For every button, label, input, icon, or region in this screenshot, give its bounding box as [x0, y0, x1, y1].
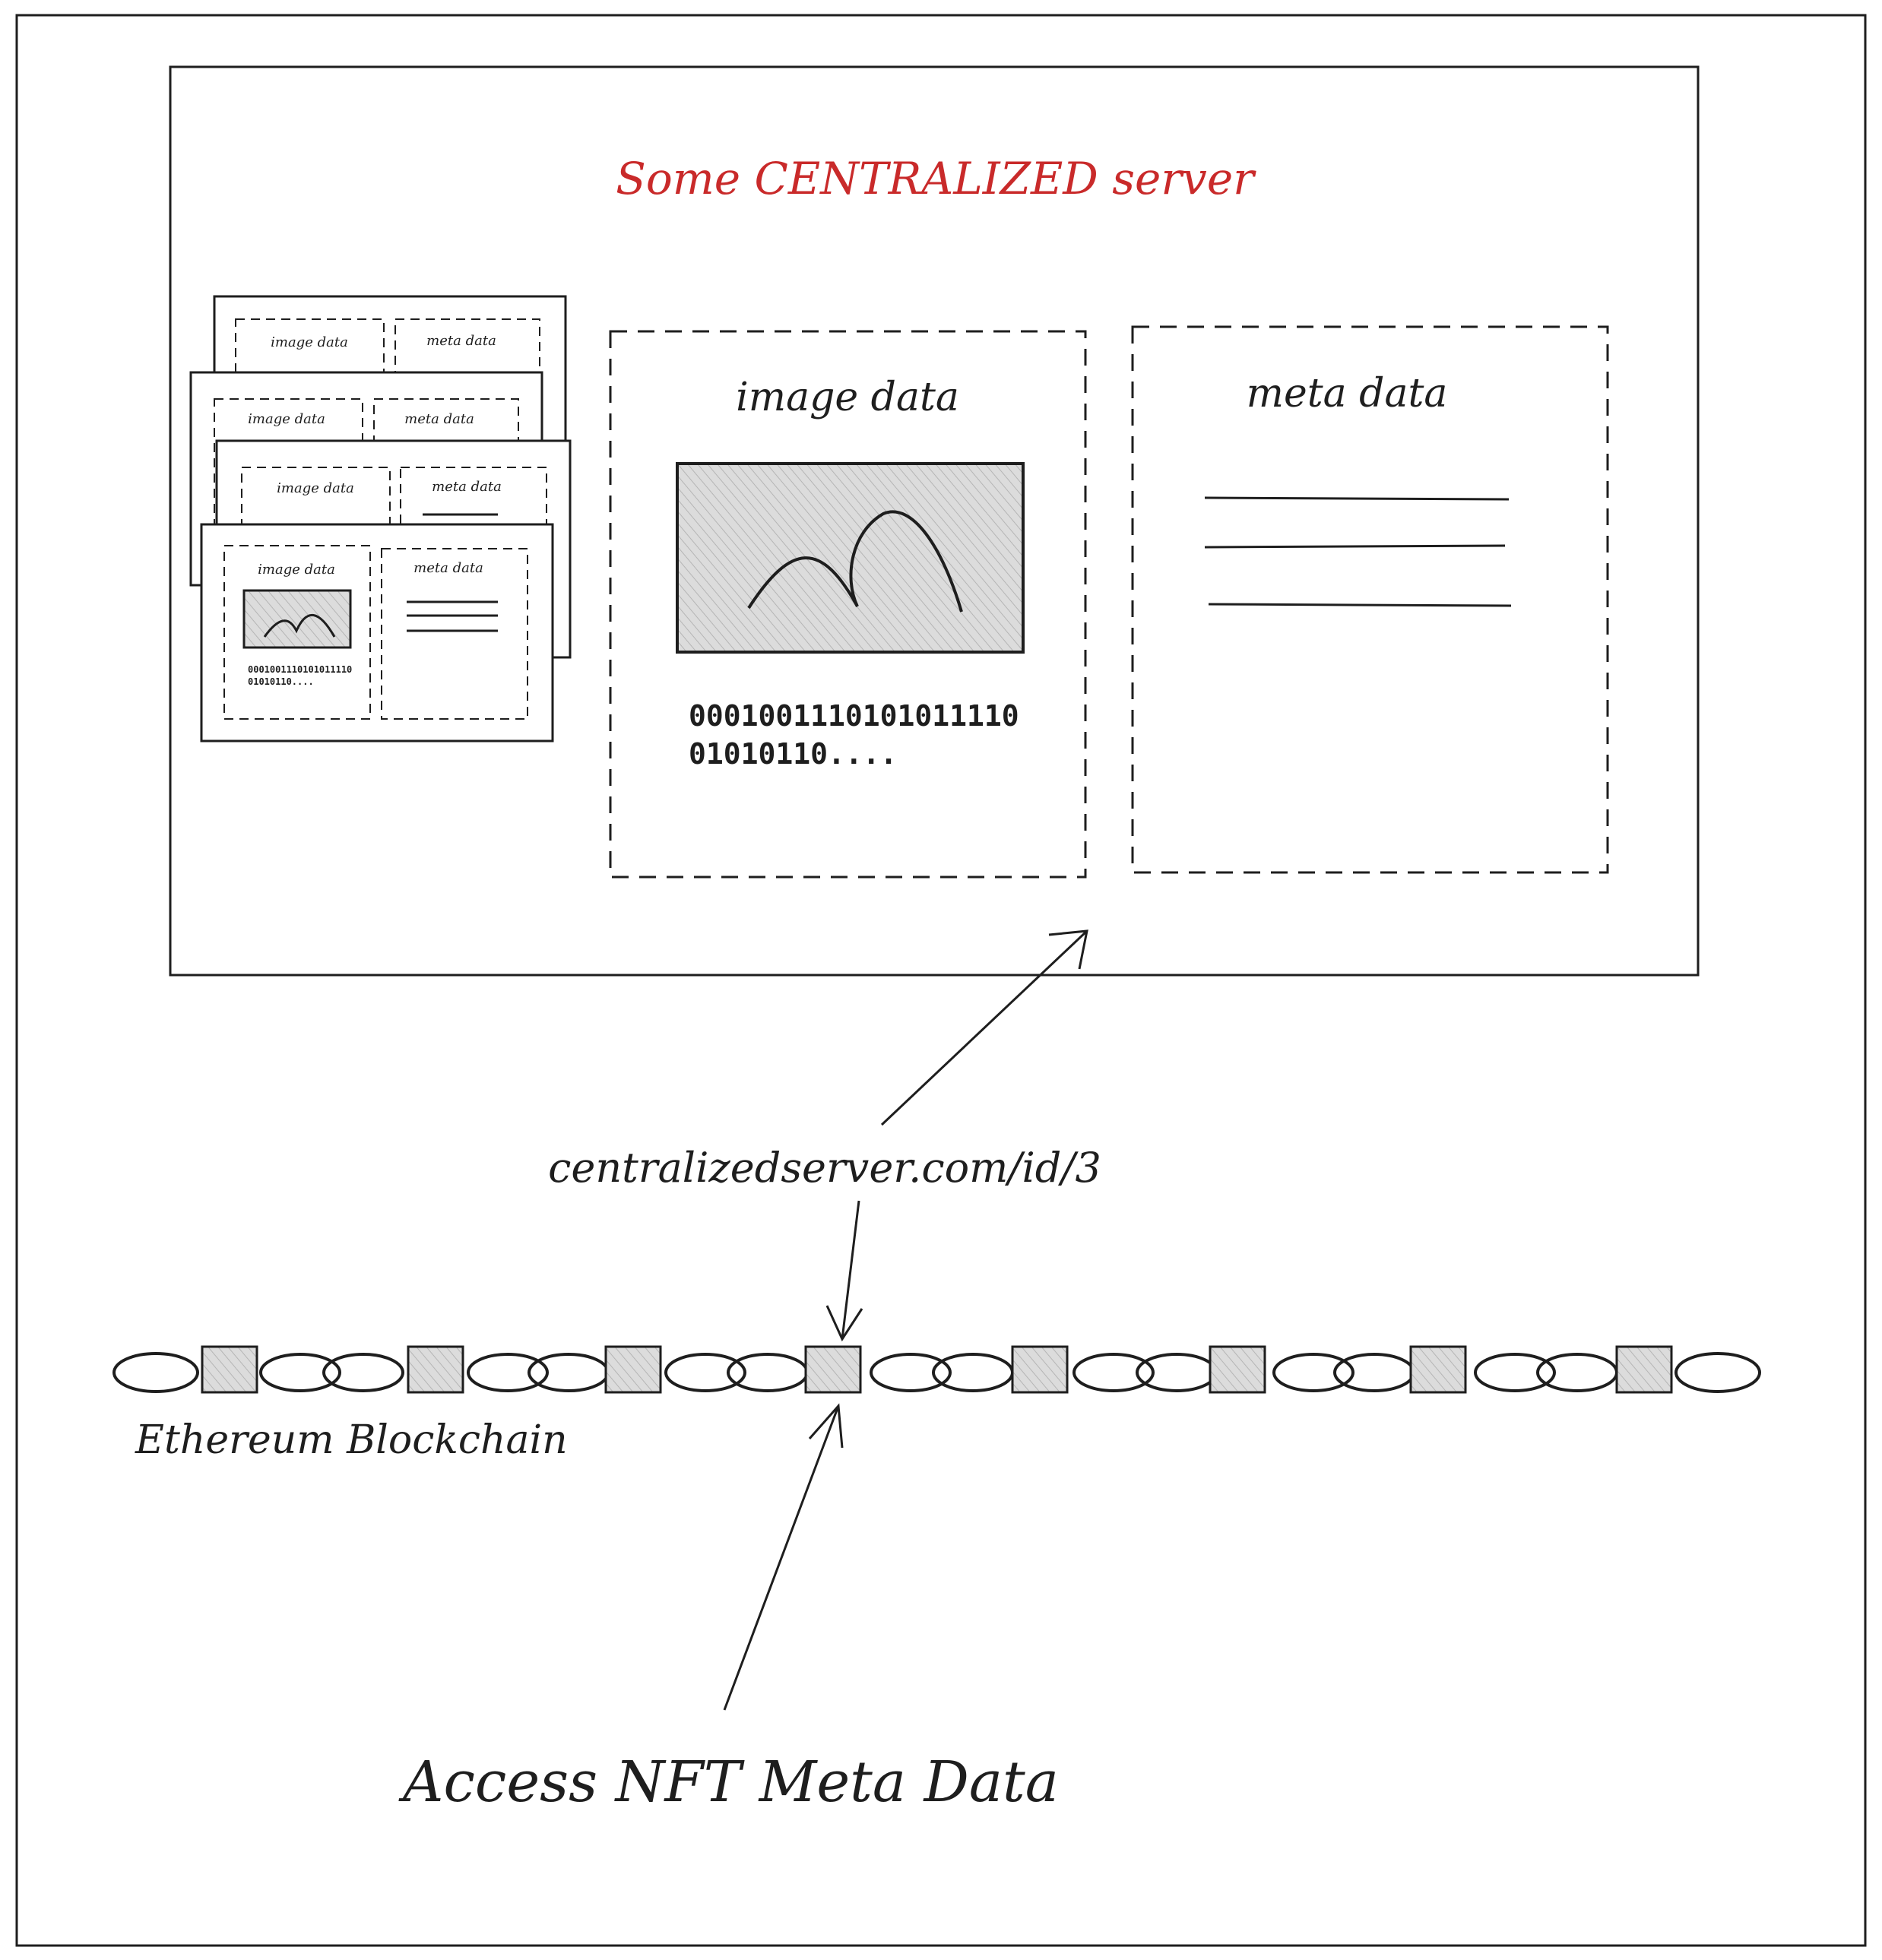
block-1	[201, 1345, 258, 1394]
stack-card-4-meta-label: meta data	[413, 560, 483, 576]
block-5	[1011, 1345, 1069, 1394]
meta-line-2	[1204, 544, 1506, 549]
access-to-block-arrow	[723, 1403, 844, 1711]
meta-data-panel: meta data	[1131, 325, 1609, 874]
meta-line-3	[1208, 603, 1512, 607]
stack-card-3-image-label: image data	[277, 480, 354, 496]
block-7	[1409, 1345, 1467, 1394]
stack-card-4-binary-line-1: 0001001110101011110	[248, 664, 352, 675]
access-label: Access NFT Meta Data	[398, 1749, 1059, 1815]
mountain-icon	[747, 510, 963, 613]
nft-card-stack: image data meta data image data meta dat…	[189, 295, 572, 743]
chain-links	[112, 1352, 1761, 1393]
url-to-server-arrow	[880, 929, 1088, 1126]
image-data-panel-label: image data	[736, 375, 959, 420]
binary-data-line-1: 0001001110101011110	[689, 699, 1019, 733]
blockchain-label: Ethereum Blockchain	[135, 1417, 568, 1463]
stack-card-3-meta-label: meta data	[432, 479, 502, 495]
meta-data-panel-label: meta data	[1247, 371, 1448, 416]
image-data-panel: image data 0001001110101011110 01010110.…	[609, 330, 1087, 879]
stack-card-1-meta-label: meta data	[426, 333, 496, 349]
ethereum-blockchain: Ethereum Blockchain	[112, 1345, 1761, 1463]
stack-card-4-binary-line-2: 01010110....	[248, 676, 314, 687]
block-3	[604, 1345, 662, 1394]
url-to-block-arrow	[825, 1200, 863, 1342]
block-2	[407, 1345, 464, 1394]
outer-frame	[15, 14, 1867, 1947]
stack-card-2-meta-label: meta data	[404, 411, 474, 427]
centralized-server-box: Some CENTRALIZED server	[169, 65, 1700, 977]
stack-card-2-image-label: image data	[248, 411, 325, 427]
stack-card-4-image-label: image data	[258, 562, 335, 578]
server-title: Some CENTRALIZED server	[616, 153, 1256, 204]
stack-card-4-image-thumbnail	[242, 589, 352, 649]
block-6	[1209, 1345, 1266, 1394]
stack-card-4: image data meta data 0001001110101011110…	[200, 523, 554, 743]
binary-data-line-2: 01010110....	[689, 737, 898, 771]
image-placeholder	[676, 462, 1025, 654]
url-label: centralizedserver.com/id/3	[548, 1144, 1101, 1192]
stack-card-1-image-label: image data	[271, 334, 348, 350]
meta-line-1	[1204, 496, 1510, 501]
chain-blocks	[201, 1345, 1673, 1394]
block-8	[1615, 1345, 1673, 1394]
block-4-target	[804, 1345, 862, 1394]
